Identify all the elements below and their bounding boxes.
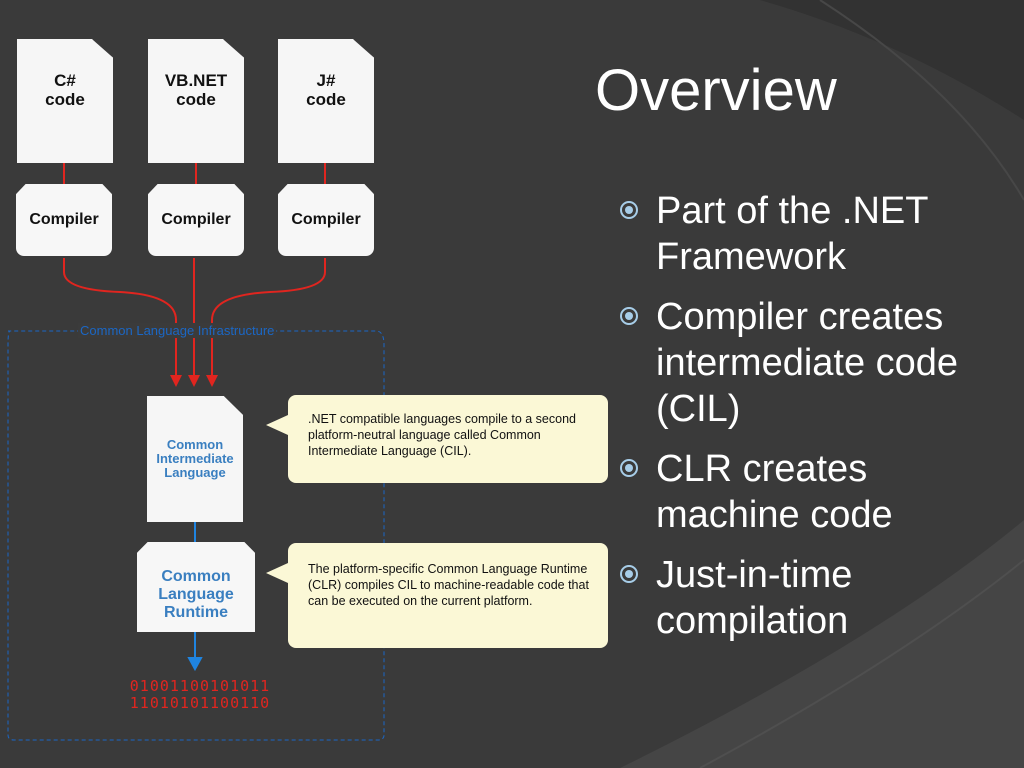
compiler-box: Compiler	[148, 184, 244, 256]
csharp-code-doc: C# code	[17, 39, 113, 163]
cil-line2: Intermediate	[156, 451, 234, 466]
bullet-circle-icon	[620, 565, 638, 583]
doc-line1: C#	[54, 71, 76, 90]
bullet-item: Part of the .NET Framework	[614, 188, 1014, 280]
binary-line2: 11010101100110	[129, 694, 271, 712]
bullet-list: Part of the .NET Framework Compiler crea…	[614, 188, 1014, 658]
bullet-item: Compiler creates intermediate code (CIL)	[614, 294, 1014, 432]
note-pointer	[266, 415, 288, 435]
clr-note: The platform-specific Common Language Ru…	[288, 543, 608, 648]
bullet-text: Part of the .NET Framework	[656, 190, 928, 278]
cil-doc: Common Intermediate Language	[147, 396, 243, 522]
compiler-box: Compiler	[16, 184, 112, 256]
doc-line2: code	[176, 90, 216, 109]
clr-line1: Common	[161, 568, 231, 585]
binary-line1: 01001100101011	[129, 677, 271, 695]
bullet-text: CLR creates machine code	[656, 448, 893, 536]
bullet-text: Compiler creates intermediate code (CIL)	[656, 296, 959, 430]
bullet-circle-icon	[620, 459, 638, 477]
vbnet-code-doc: VB.NET code	[148, 39, 244, 163]
machine-code-binary: 01001100101011 11010101100110	[105, 678, 295, 712]
bullet-item: Just-in-time compilation	[614, 552, 1014, 644]
cil-line3: Language	[164, 465, 226, 480]
doc-line2: code	[45, 90, 85, 109]
jsharp-code-doc: J# code	[278, 39, 374, 163]
bullet-item: CLR creates machine code	[614, 446, 1014, 538]
bullet-circle-icon	[620, 307, 638, 325]
clr-box: Common Language Runtime	[137, 542, 255, 632]
slide-title: Overview	[595, 58, 837, 123]
doc-line2: code	[306, 90, 346, 109]
compiler-box: Compiler	[278, 184, 374, 256]
clr-line3: Runtime	[164, 604, 228, 621]
cli-label: Common Language Infrastructure	[78, 323, 277, 338]
doc-line1: VB.NET	[164, 71, 228, 90]
note-pointer	[266, 563, 288, 583]
bullet-text: Just-in-time compilation	[656, 554, 853, 642]
cil-line1: Common	[166, 437, 224, 452]
bullet-circle-icon	[620, 201, 638, 219]
doc-line1: J#	[316, 71, 336, 90]
clr-line2: Language	[158, 586, 234, 603]
cil-note: .NET compatible languages compile to a s…	[288, 395, 608, 483]
